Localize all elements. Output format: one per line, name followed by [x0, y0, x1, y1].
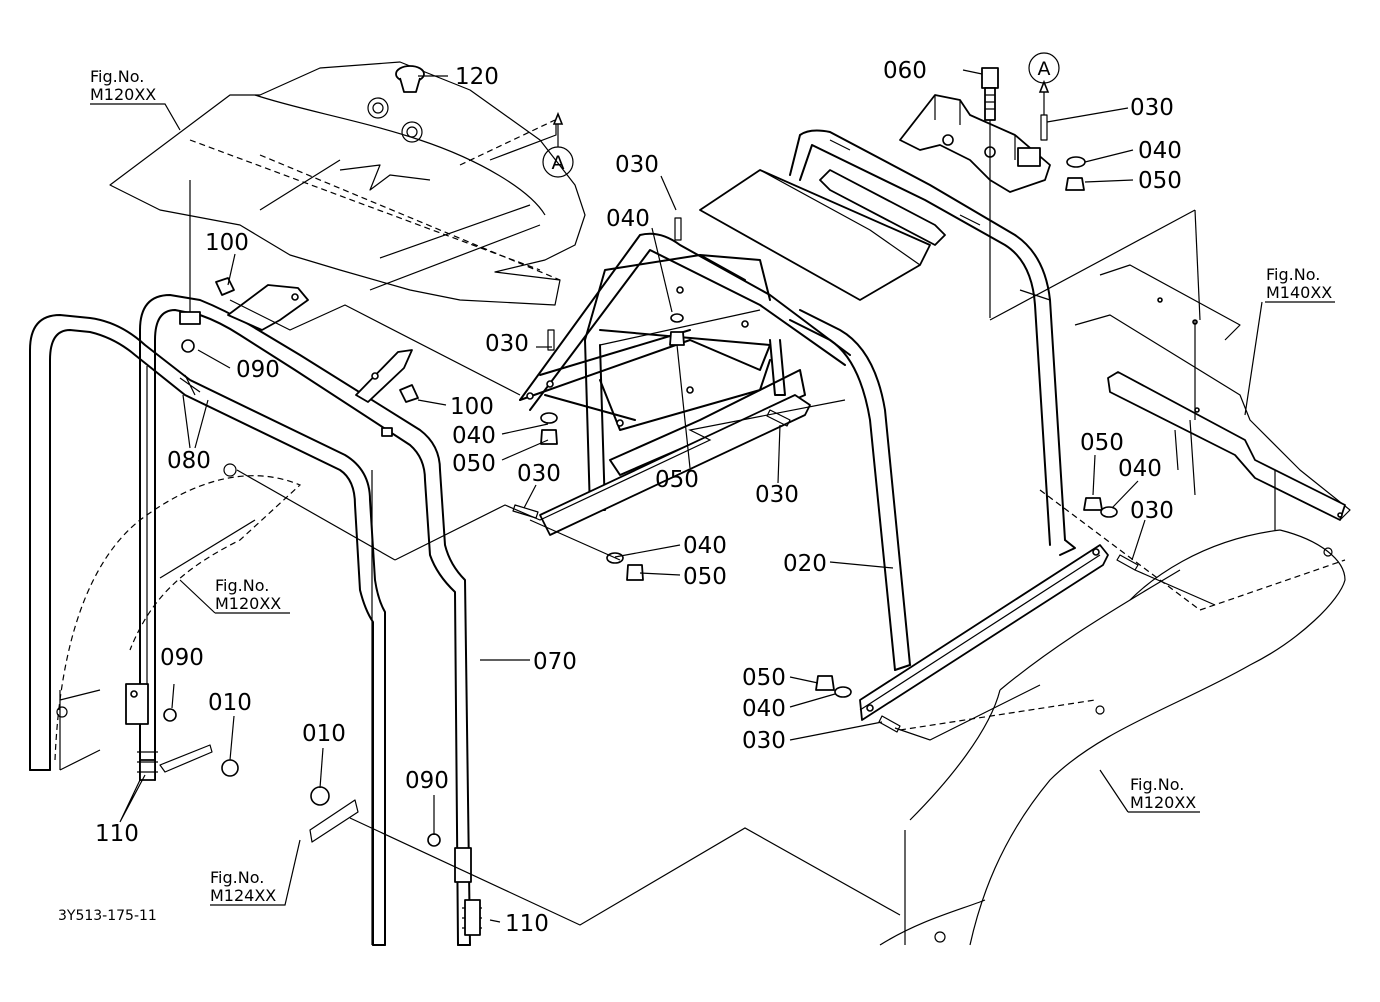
drawing-code: 3Y513-175-11: [58, 908, 157, 924]
callout-040: 040: [1118, 456, 1162, 482]
reference-fig-label: Fig.No.: [215, 576, 269, 595]
callout-leaders: [119, 69, 1146, 923]
reference-fig-label: Fig.No.: [210, 868, 264, 887]
right-fender-reference: [879, 489, 1346, 946]
callout-040: 040: [742, 696, 786, 722]
reference-fig-number: M124XX: [210, 886, 276, 905]
center-support-frame: [512, 169, 946, 581]
reference-fig-number: M120XX: [90, 85, 156, 104]
callout-060: 060: [883, 58, 927, 84]
callout-050: 050: [655, 467, 699, 493]
view-marker-label: A: [552, 152, 565, 174]
reference-fig-number: M140XX: [1266, 283, 1332, 302]
left-hardware: [125, 277, 482, 936]
callout-100: 100: [205, 230, 249, 256]
figure-references: Fig.No. M120XX Fig.No. M120XX Fig.No. M1…: [90, 67, 1332, 905]
callout-090: 090: [405, 768, 449, 794]
callout-010: 010: [208, 690, 252, 716]
callout-100: 100: [450, 394, 494, 420]
callout-050: 050: [452, 451, 496, 477]
rops-frame-070: [29, 294, 471, 946]
callout-070: 070: [533, 649, 577, 675]
callout-030: 030: [755, 482, 799, 508]
left-fender-reference: [54, 463, 302, 771]
callout-040: 040: [452, 423, 496, 449]
callout-090: 090: [160, 645, 204, 671]
callout-110: 110: [95, 821, 139, 847]
right-side-bracket: [1074, 264, 1351, 530]
callout-labels: 120 100 090 080 100 040 050 030 030 040 …: [95, 58, 1182, 937]
callout-010: 010: [302, 721, 346, 747]
callout-030: 030: [517, 461, 561, 487]
callout-050: 050: [1080, 430, 1124, 456]
arch-frame-020: [789, 67, 1139, 733]
callout-040: 040: [683, 533, 727, 559]
reference-leaders: [90, 103, 1335, 906]
callout-030: 030: [1130, 95, 1174, 121]
reference-fig-label: Fig.No.: [1130, 775, 1184, 794]
callout-040: 040: [1138, 138, 1182, 164]
callout-040: 040: [606, 206, 650, 232]
callout-030: 030: [615, 152, 659, 178]
callout-020: 020: [783, 551, 827, 577]
view-marker-a-left: A: [542, 111, 574, 178]
callout-080: 080: [167, 448, 211, 474]
callout-030: 030: [485, 331, 529, 357]
callout-050: 050: [683, 564, 727, 590]
alignment-lines: [146, 85, 1216, 945]
callout-030: 030: [1130, 498, 1174, 524]
callout-030: 030: [742, 728, 786, 754]
plug-120: [395, 65, 425, 93]
reference-fig-label: Fig.No.: [90, 67, 144, 86]
top-cover-panel: [109, 61, 586, 306]
callout-050: 050: [742, 665, 786, 691]
callout-090: 090: [236, 357, 280, 383]
reference-fig-number: M120XX: [215, 594, 281, 613]
view-marker-a-right: A: [1028, 52, 1060, 93]
callout-110: 110: [505, 911, 549, 937]
reference-fig-label: Fig.No.: [1266, 265, 1320, 284]
callout-050: 050: [1138, 168, 1182, 194]
view-marker-label: A: [1038, 58, 1051, 80]
callout-120: 120: [455, 64, 499, 90]
reference-fig-number: M120XX: [1130, 793, 1196, 812]
